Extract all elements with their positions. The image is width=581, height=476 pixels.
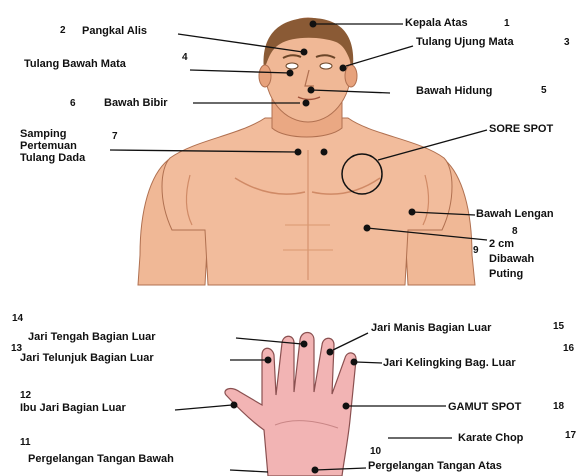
number-14: 14	[12, 313, 23, 324]
label-9-line-1: 2 cm	[489, 238, 534, 250]
point-7a	[295, 149, 302, 156]
label-jari-tengah: Jari Tengah Bagian Luar	[28, 331, 156, 343]
point-16	[351, 359, 358, 366]
number-6: 6	[70, 98, 76, 109]
point-2	[301, 49, 308, 56]
number-11: 11	[20, 437, 31, 448]
label-jari-manis: Jari Manis Bagian Luar	[371, 322, 491, 334]
left-eye	[286, 63, 298, 69]
point-10	[312, 467, 319, 474]
leader-12	[175, 405, 232, 410]
point-18	[343, 403, 350, 410]
torso-figure	[138, 18, 475, 285]
number-2: 2	[60, 25, 66, 36]
label-tulang-ujung-mata: Tulang Ujung Mata	[416, 36, 514, 48]
label-tulang-bawah-mata: Tulang Bawah Mata	[24, 58, 126, 70]
label-ibu-jari: Ibu Jari Bagian Luar	[20, 402, 126, 414]
point-15	[327, 349, 334, 356]
number-8: 8	[512, 226, 518, 237]
number-4: 4	[182, 52, 188, 63]
point-6	[303, 100, 310, 107]
label-pangkal-alis: Pangkal Alis	[82, 25, 147, 37]
label-jari-kelingking: Jari Kelingking Bag. Luar	[383, 357, 516, 369]
point-7b	[321, 149, 328, 156]
label-kepala-atas: Kepala Atas	[405, 17, 468, 29]
label-karate-chop: Karate Chop	[458, 432, 523, 444]
label-bawah-bibir: Bawah Bibir	[104, 97, 168, 109]
right-ear	[345, 65, 357, 87]
point-14	[301, 341, 308, 348]
label-7-line-2: Pertemuan	[20, 140, 85, 152]
label-gamut-spot: GAMUT SPOT	[448, 401, 521, 413]
leader-16	[356, 362, 382, 363]
label-samping-pertemuan-tulang-dada: Samping Pertemuan Tulang Dada	[20, 128, 85, 164]
left-ear	[259, 65, 271, 87]
number-1: 1	[504, 18, 510, 29]
label-bawah-hidung: Bawah Hidung	[416, 85, 492, 97]
leader-11	[230, 470, 268, 472]
label-7-line-3: Tulang Dada	[20, 152, 85, 164]
number-17: 17	[565, 430, 576, 441]
number-15: 15	[553, 321, 564, 332]
point-12	[231, 402, 238, 409]
label-jari-telunjuk: Jari Telunjuk Bagian Luar	[20, 352, 154, 364]
number-9: 9	[473, 245, 479, 256]
label-sore-spot: SORE SPOT	[489, 123, 553, 135]
number-10: 10	[370, 446, 381, 457]
label-pergelangan-tangan-atas: Pergelangan Tangan Atas	[368, 460, 502, 472]
number-5: 5	[541, 85, 547, 96]
right-eye	[320, 63, 332, 69]
label-2cm-dibawah-puting: 2 cm Dibawah Puting	[489, 238, 534, 280]
number-3: 3	[564, 37, 570, 48]
label-pergelangan-tangan-bawah: Pergelangan Tangan Bawah	[28, 453, 174, 465]
point-3	[340, 65, 347, 72]
hand	[225, 333, 356, 476]
label-7-line-1: Samping	[20, 128, 85, 140]
hand-figure	[225, 333, 356, 476]
number-12: 12	[20, 390, 31, 401]
point-13	[265, 357, 272, 364]
point-9	[364, 225, 371, 232]
point-5	[308, 87, 315, 94]
point-4	[287, 70, 294, 77]
point-1	[310, 21, 317, 28]
number-7: 7	[112, 131, 118, 142]
label-9-line-3: Puting	[489, 268, 534, 280]
leader-3	[346, 46, 413, 66]
leader-15	[333, 333, 368, 350]
point-8	[409, 209, 416, 216]
label-9-line-2: Dibawah	[489, 253, 534, 265]
number-16: 16	[563, 343, 574, 354]
label-bawah-lengan: Bawah Lengan	[476, 208, 554, 220]
number-18: 18	[553, 401, 564, 412]
